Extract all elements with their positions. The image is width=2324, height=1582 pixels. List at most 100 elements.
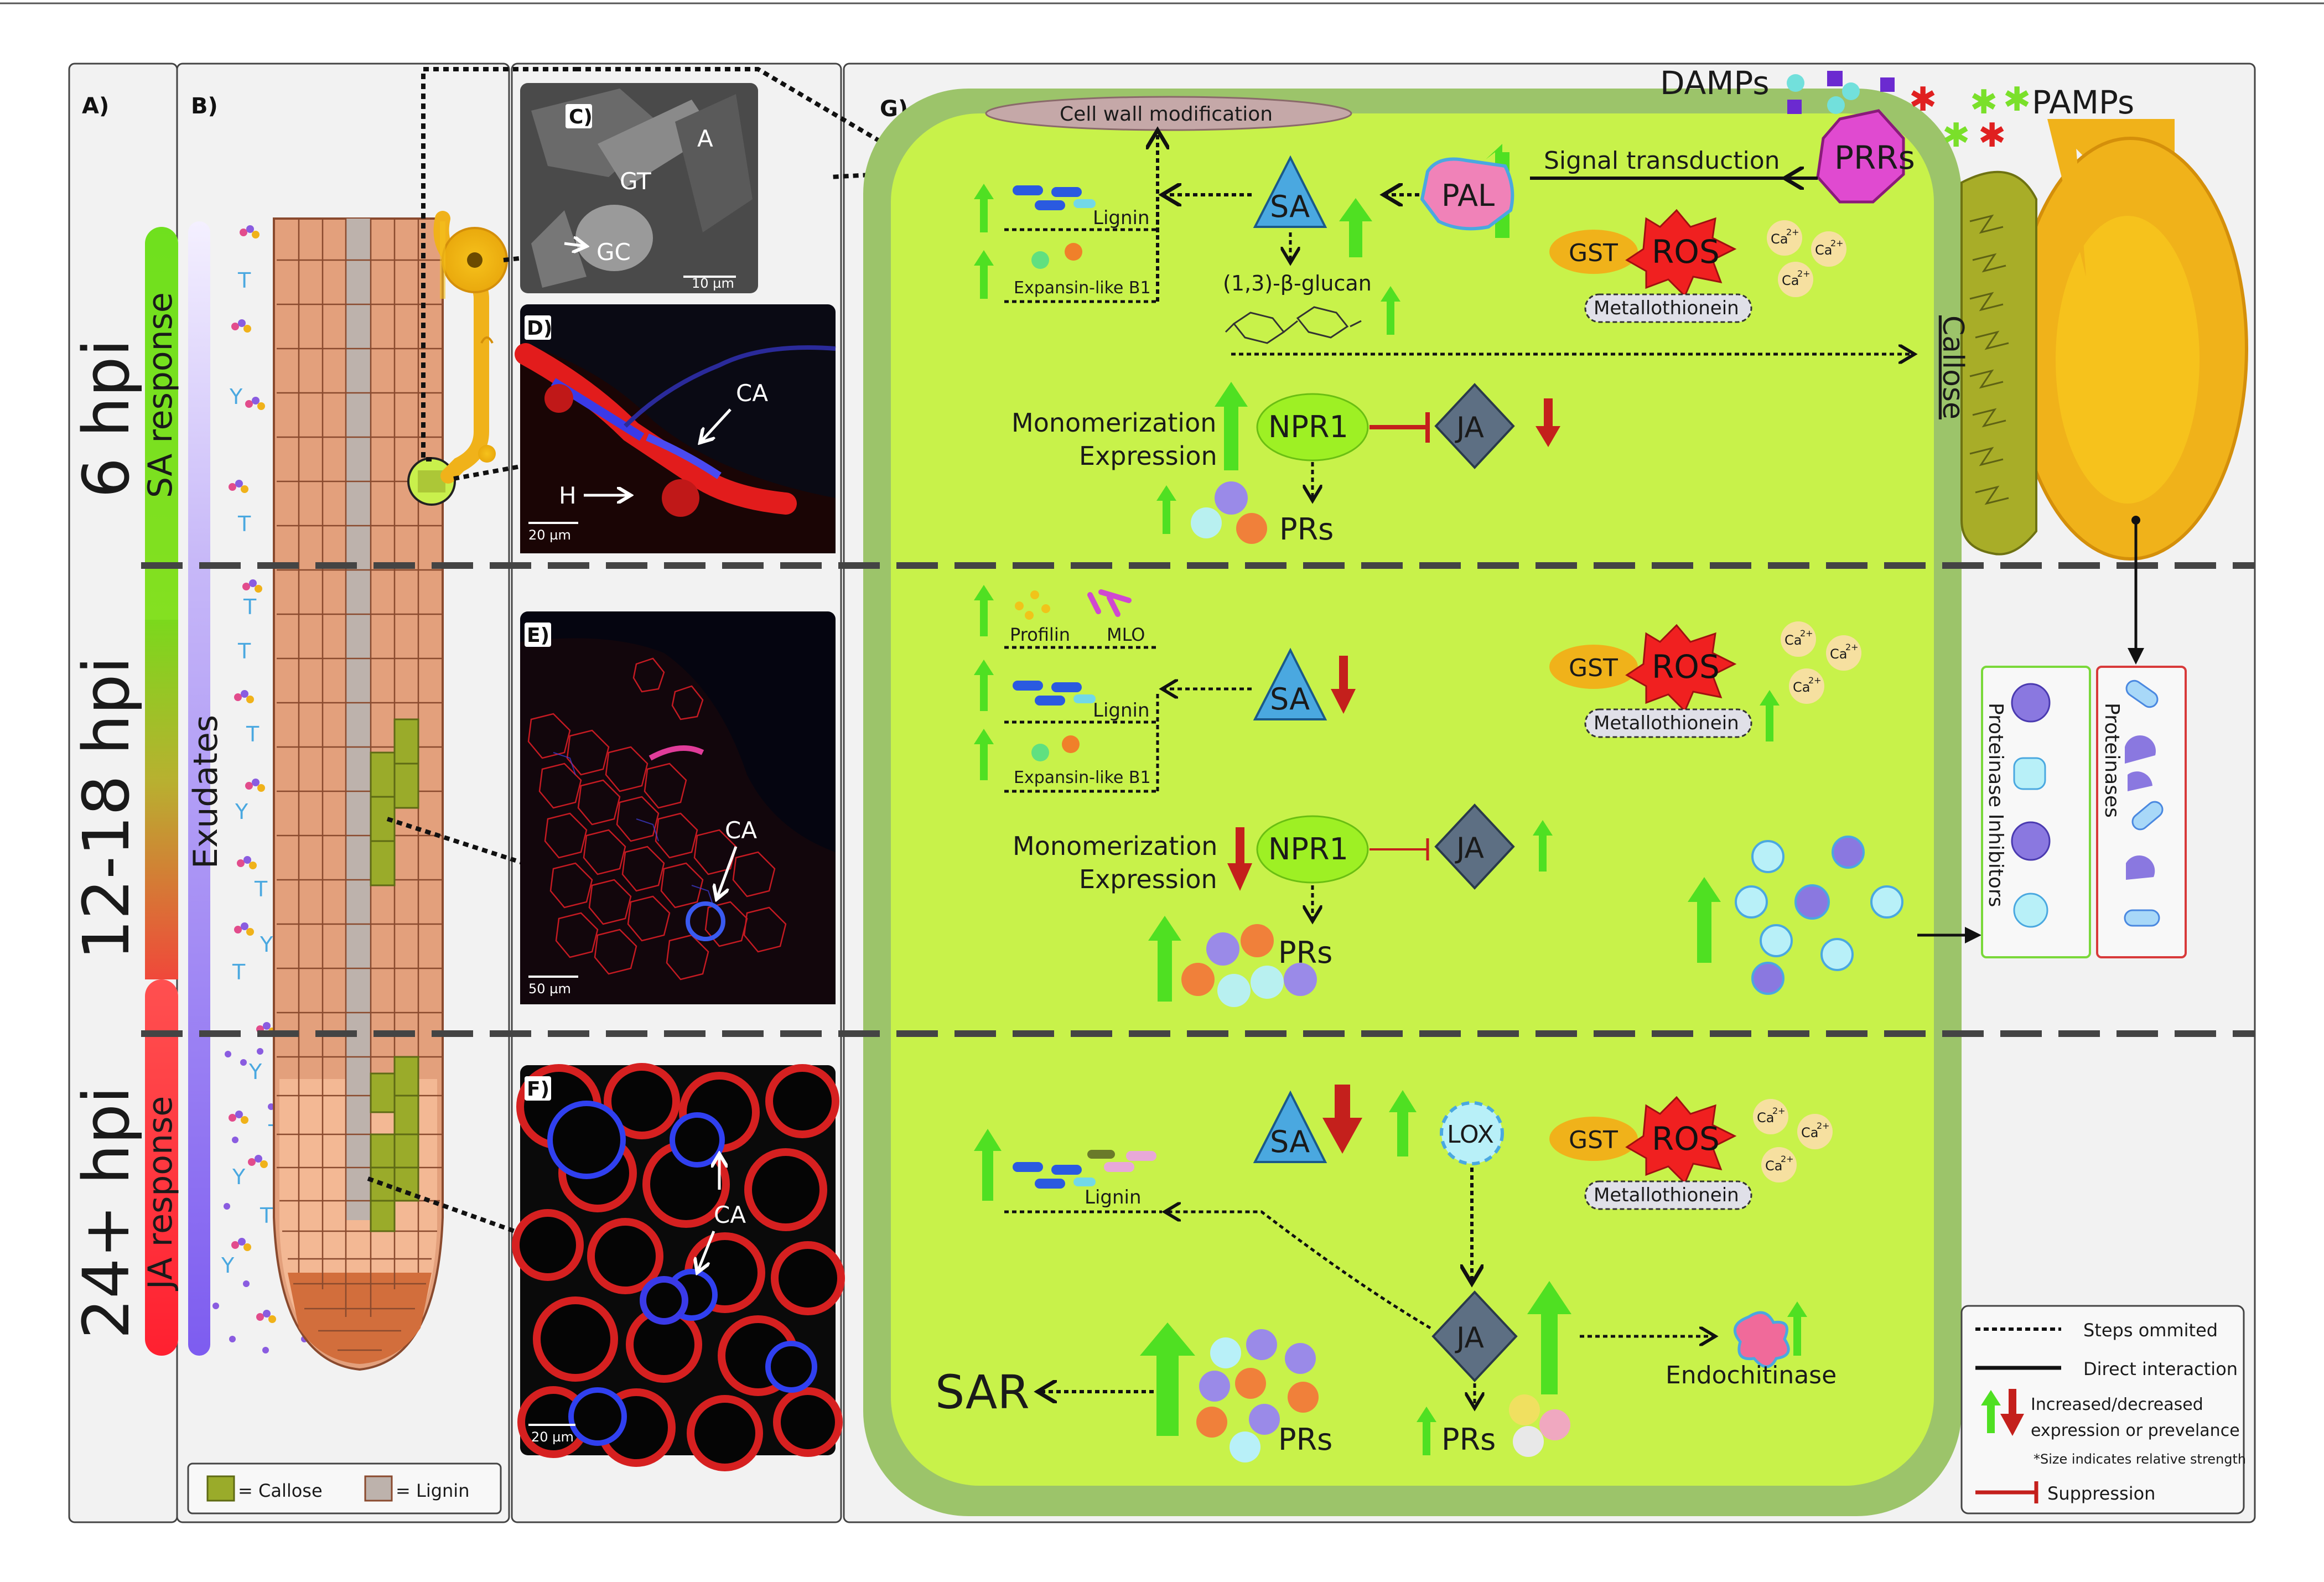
ca-sup-1a: 2+ — [1786, 227, 1799, 237]
lignin-molecules-3 — [1013, 1150, 1156, 1189]
expansin-molecule-d — [1062, 735, 1080, 753]
prrs-receptor — [1816, 109, 1905, 204]
signal-transduction-label: Signal transduction — [1544, 147, 1780, 175]
micrograph-c: C) GT A GC 10 µm — [520, 83, 758, 293]
lignin-up-arrow-1 — [974, 184, 994, 232]
legend-suppression: Suppression — [2047, 1483, 2155, 1504]
svg-text:✱: ✱ — [1942, 116, 1970, 155]
panel-letter-d: D) — [527, 317, 552, 340]
proteinase-inhibitor-cluster — [1735, 836, 1903, 995]
prrs-label: PRRs — [1834, 139, 1915, 177]
d-h-label: H — [559, 482, 577, 509]
pal-node — [1420, 157, 1514, 231]
proteinase-inhibitors-label: Proteinase Inhibitors — [1984, 703, 2007, 907]
sa-label-2: SA — [1270, 682, 1310, 717]
gst-label-3: GST — [1569, 1126, 1618, 1154]
monomerization-label-2: Monomerization — [1013, 831, 1217, 861]
svg-text:✱: ✱ — [2003, 80, 2031, 119]
npr1-node-2 — [1256, 815, 1369, 884]
calcium-ions-3 — [1753, 1099, 1833, 1182]
ros-node-2 — [1625, 624, 1737, 713]
svg-text:T: T — [237, 512, 251, 536]
svg-text:T: T — [237, 639, 251, 663]
metallothionein-node-3 — [1584, 1180, 1752, 1210]
profilin-up-arrow — [974, 585, 994, 636]
calcium-ions-2 — [1781, 621, 1861, 704]
endochitinase-label: Endochitinase — [1666, 1361, 1837, 1389]
c-gc-label: GC — [596, 238, 631, 266]
svg-text:✱: ✱ — [1978, 116, 2006, 155]
ros-node-1 — [1625, 209, 1737, 298]
transition-bar — [145, 620, 178, 979]
prs-molecules-3 — [1196, 1329, 1319, 1462]
lignin-up-arrow-2 — [974, 660, 994, 711]
prs-molecules-2 — [1181, 924, 1317, 1007]
svg-text:T: T — [232, 960, 246, 984]
mlo-label: MLO — [1107, 624, 1145, 645]
expansin-molecule-c — [1031, 744, 1049, 761]
svg-text:Y: Y — [235, 800, 248, 824]
ja-up-arrow-3 — [1527, 1281, 1571, 1394]
gst-node-3 — [1549, 1117, 1638, 1161]
ja-to-lignin-arrow — [1165, 1212, 1431, 1330]
prs-molecules-3b — [1509, 1394, 1570, 1457]
ca-sup-1b: 2+ — [1830, 238, 1844, 248]
svg-text:Y: Y — [248, 1060, 262, 1084]
c-gt-label: GT — [620, 168, 651, 195]
ca-label-1a: Ca — [1771, 231, 1788, 247]
sa-node-2 — [1253, 647, 1327, 720]
ja-node-2 — [1434, 803, 1515, 890]
lignin-label-2: Lignin — [1093, 699, 1150, 722]
diagram-legend — [1960, 1305, 2245, 1514]
monomerization-label-1: Monomerization — [1011, 408, 1216, 438]
ja-up-arrow-2 — [1533, 820, 1553, 872]
cell-wall-mod-label: Cell wall modification — [1060, 103, 1273, 126]
svg-text:✱: ✱ — [1970, 83, 1998, 122]
legend-steps-omitted: Steps ommited — [2083, 1320, 2218, 1341]
stage-6hpi: 6 hpi — [70, 339, 144, 498]
calcium-ions-1 — [1767, 220, 1846, 297]
ros-node-3 — [1625, 1096, 1737, 1185]
exudates-bar — [188, 221, 210, 1356]
prs-up-arrow-2 — [1148, 916, 1181, 1002]
gst-label-1: GST — [1569, 239, 1618, 267]
ca-sup-2a: 2+ — [1800, 628, 1813, 639]
stage-24hpi: 24+ hpi — [70, 1086, 144, 1339]
ca-label-2b: Ca — [1830, 646, 1847, 662]
glucan-structure — [1225, 306, 1362, 344]
expansin-molecule-a — [1031, 251, 1049, 269]
sa-node-3 — [1253, 1090, 1327, 1163]
ca-label-3b: Ca — [1801, 1125, 1818, 1140]
ros-label-1: ROS — [1652, 233, 1720, 271]
metallothionein-label-1: Metallothionein — [1594, 297, 1739, 319]
damps-molecules — [1787, 71, 1895, 114]
sa-label-1: SA — [1270, 189, 1310, 224]
npr1-label-1: NPR1 — [1268, 409, 1348, 444]
prs-up-arrow-3b — [1417, 1407, 1436, 1455]
svg-text:T: T — [246, 722, 260, 746]
stage-12-18hpi: 12-18 hpi — [70, 656, 144, 960]
svg-text:Y: Y — [229, 385, 243, 409]
profilin-label: Profilin — [1010, 624, 1070, 645]
ca-label-2c: Ca — [1793, 680, 1810, 695]
sa-down-arrow-3 — [1322, 1085, 1362, 1154]
pamps-label: PAMPs — [2032, 84, 2134, 121]
proteinase-box — [1981, 666, 2187, 958]
pal-up-arrow — [1339, 198, 1372, 257]
endochitinase-node — [1734, 1311, 1790, 1368]
pamps-molecules: ✱ ✱ ✱ ✱ ✱ — [1909, 80, 2031, 155]
callose-papilla — [1960, 170, 2037, 556]
fungus-hypha — [2012, 119, 2248, 561]
ca-sup-3a: 2+ — [1772, 1106, 1786, 1116]
lox-label: LOX — [1447, 1121, 1494, 1149]
ca-sup-2b: 2+ — [1845, 642, 1859, 652]
proteinases-label: Proteinases — [2100, 703, 2123, 818]
gst-label-2: GST — [1569, 654, 1618, 682]
metallothionein-label-2: Metallothionein — [1594, 712, 1739, 734]
svg-text:Y: Y — [221, 1253, 235, 1278]
prs-up-arrow-3 — [1140, 1322, 1195, 1436]
expression-label-2: Expression — [1079, 864, 1217, 894]
micrograph-e: E) CA 50 µm — [520, 611, 836, 1004]
prs-label-2: PRs — [1278, 935, 1332, 970]
expansin-up-arrow-2 — [974, 729, 994, 780]
